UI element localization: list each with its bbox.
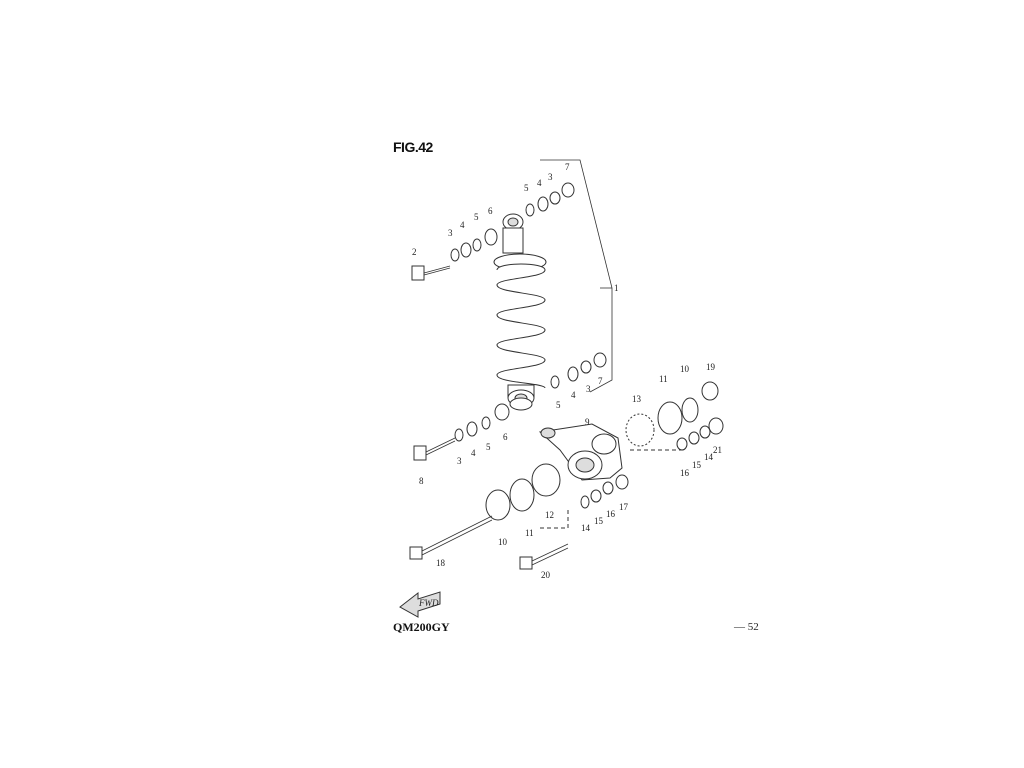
- bolt-20: [519, 543, 569, 570]
- callout: 8: [419, 476, 424, 486]
- callout: 18: [436, 558, 446, 568]
- callout: 3: [448, 228, 453, 238]
- callout: 3: [548, 172, 553, 182]
- shock-absorber: [493, 213, 547, 411]
- lower-left-hardware: [413, 403, 510, 461]
- callout: 3: [457, 456, 462, 466]
- callout: 6: [503, 432, 508, 442]
- callout: 10: [498, 537, 508, 547]
- callout: 6: [488, 206, 493, 216]
- callout: 15: [594, 516, 604, 526]
- svg-text:FWD: FWD: [418, 598, 439, 608]
- long-bolt: [409, 515, 493, 560]
- callout: 20: [541, 570, 551, 580]
- callout-labels: 1 2 3 4 5 6 7 3 4 5 3 4 5 6 8 9 10 11 12…: [412, 162, 722, 580]
- callout: 2: [412, 247, 417, 257]
- callout: 7: [565, 162, 570, 172]
- callout: 9: [585, 417, 590, 427]
- right-bearing-set: [625, 381, 724, 451]
- callout: 14: [704, 452, 714, 462]
- assembly-bracket: [540, 159, 613, 393]
- callout: 16: [606, 509, 616, 519]
- fwd-arrow-icon: FWD: [399, 591, 441, 618]
- figure-title: FIG.42: [393, 139, 433, 155]
- callout: 1: [614, 283, 619, 293]
- top-right-hardware: [525, 182, 575, 217]
- top-left-hardware: [411, 228, 498, 281]
- callout: 13: [632, 394, 642, 404]
- page-number: — 52: [734, 621, 759, 633]
- callout: 11: [525, 528, 534, 538]
- lower-right-hardware: [550, 352, 607, 389]
- callout: 10: [680, 364, 690, 374]
- callout: 12: [545, 510, 554, 520]
- rocker-link: [538, 423, 623, 481]
- callout: 14: [581, 523, 591, 533]
- callout: 11: [659, 374, 668, 384]
- callout: 5: [556, 400, 561, 410]
- callout: 3: [586, 384, 591, 394]
- callout: 4: [571, 390, 576, 400]
- callout: 4: [537, 178, 542, 188]
- shock-spring: [496, 263, 546, 389]
- callout: 5: [524, 183, 529, 193]
- callout: 19: [706, 362, 716, 372]
- callout: 16: [680, 468, 690, 478]
- callout: 21: [713, 445, 722, 455]
- callout: 15: [692, 460, 702, 470]
- small-washer-set: [540, 474, 629, 529]
- left-spacer-set: [485, 463, 561, 521]
- callout: 5: [474, 212, 479, 222]
- callout: 4: [471, 448, 476, 458]
- callout: 7: [598, 376, 603, 386]
- callout: 5: [486, 442, 491, 452]
- callout: 4: [460, 220, 465, 230]
- callout: 17: [619, 502, 629, 512]
- model-label: QM200GY: [393, 620, 450, 634]
